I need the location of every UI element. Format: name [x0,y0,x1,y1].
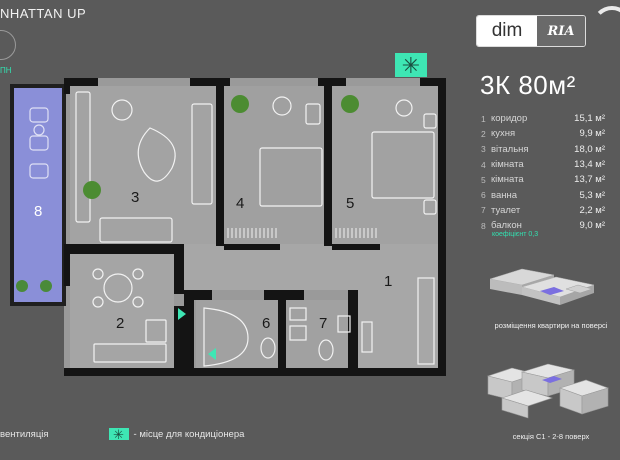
kitchen-furniture-icon [92,268,167,363]
room-name: ванна [491,189,517,201]
room-1-floor[interactable] [184,244,438,290]
room-label-3: 3 [131,189,139,206]
room-row: 4 кімната 13,4 м² [481,157,605,172]
room-3-floor[interactable] [70,86,216,244]
balcony-furniture-icon [29,107,49,179]
room-num: 4 [481,159,486,170]
room-row: 3 вітальня 18,0 м² [481,142,605,157]
dimria-logo[interactable]: dim RIA [476,15,586,47]
room-label-6: 6 [262,315,270,332]
room-row: 6 ванна 5,3 м² [481,187,605,202]
section-image [486,363,609,419]
room-area: 13,7 м² [574,174,605,186]
legend-ac-icon: ✳ [108,428,129,442]
brand-title: NHATTAN UP [0,6,87,21]
room-area: 9,9 м² [579,128,605,140]
room-label-2: 2 [116,315,124,332]
floor-position-caption: розміщення квартири на поверсі [494,321,608,330]
dimria-dim: dim [477,16,537,46]
room-2-floor[interactable] [70,254,174,368]
room-name: туалет [491,204,521,216]
room-label-5: 5 [346,195,354,212]
room-area: 2,2 м² [579,204,605,216]
room-area: 13,4 м² [574,159,605,171]
room-1-floor-lower [358,290,438,368]
ventilation-marker-icon [178,308,216,360]
toilet-furniture-icon [318,315,351,361]
room-num: 7 [481,205,486,216]
walls [64,78,446,376]
room-name: кухня [491,128,516,140]
apartment-title: 3К 80м² [480,70,576,100]
room-area: 18,0 м² [574,143,605,155]
brand-logo-sub: ПН [0,66,12,75]
bathroom-furniture-icon [203,307,307,367]
room-7-floor[interactable] [286,300,348,368]
brand-logo-icon [0,30,16,60]
room-row: 2 кухня 9,9 м² [481,126,605,141]
corner-arc-icon [592,6,620,46]
dimria-ria: RIA [537,16,585,46]
room-area: 5,3 м² [579,189,605,201]
room-8-floor[interactable] [14,88,62,302]
balcony-coefficient: коефіцієнт 0,3 [492,231,539,239]
balcony-plant-icon [16,280,52,292]
room-num: 3 [481,144,486,155]
room-num: 1 [481,113,486,124]
room-label-4: 4 [236,195,244,212]
room-name: кімната [491,159,524,171]
room-name: кімната [491,174,524,186]
bedroom-5-furniture-icon [371,99,437,215]
room-name: балкон [491,220,522,232]
legend: вентиляція ✳ - місце для кондиціонера [0,428,245,442]
floor-plan: 3 4 5 1 2 6 7 8 [10,78,446,376]
ac-marker-icon: ✳ [395,53,427,78]
room-num: 2 [481,128,486,139]
room-area: 15,1 м² [574,113,605,125]
floor-position-image [489,268,595,305]
corridor-wardrobe-icon [361,277,435,365]
room-num: 5 [481,174,486,185]
legend-ac-place: - місце для кондиціонера [133,428,245,440]
plant-icon [83,95,359,199]
room-row: 7 туалет 2,2 м² [481,203,605,218]
room-label-1: 1 [384,273,392,290]
radiator-icon [227,228,377,238]
room-num: 6 [481,190,486,201]
living-room-furniture-icon [75,91,213,243]
room-row: 5 кімната 13,7 м² [481,172,605,187]
room-name: вітальня [491,143,529,155]
room-row: 8 балкон 9,0 м² [481,218,605,233]
room-label-8: 8 [34,203,42,220]
room-area: 9,0 м² [579,220,605,232]
room-row: 1 коридор 15,1 м² [481,111,605,126]
room-list: 1 коридор 15,1 м² 2 кухня 9,9 м² 3 вітальня 18… [481,111,605,238]
legend-ventilation: вентиляція [0,428,49,440]
room-num: 8 [481,220,486,231]
room-name: коридор [491,113,528,125]
room-label-7: 7 [319,315,327,332]
bedroom-4-furniture-icon [259,96,323,207]
section-caption: секція С1 - 2-8 поверх [512,432,590,441]
